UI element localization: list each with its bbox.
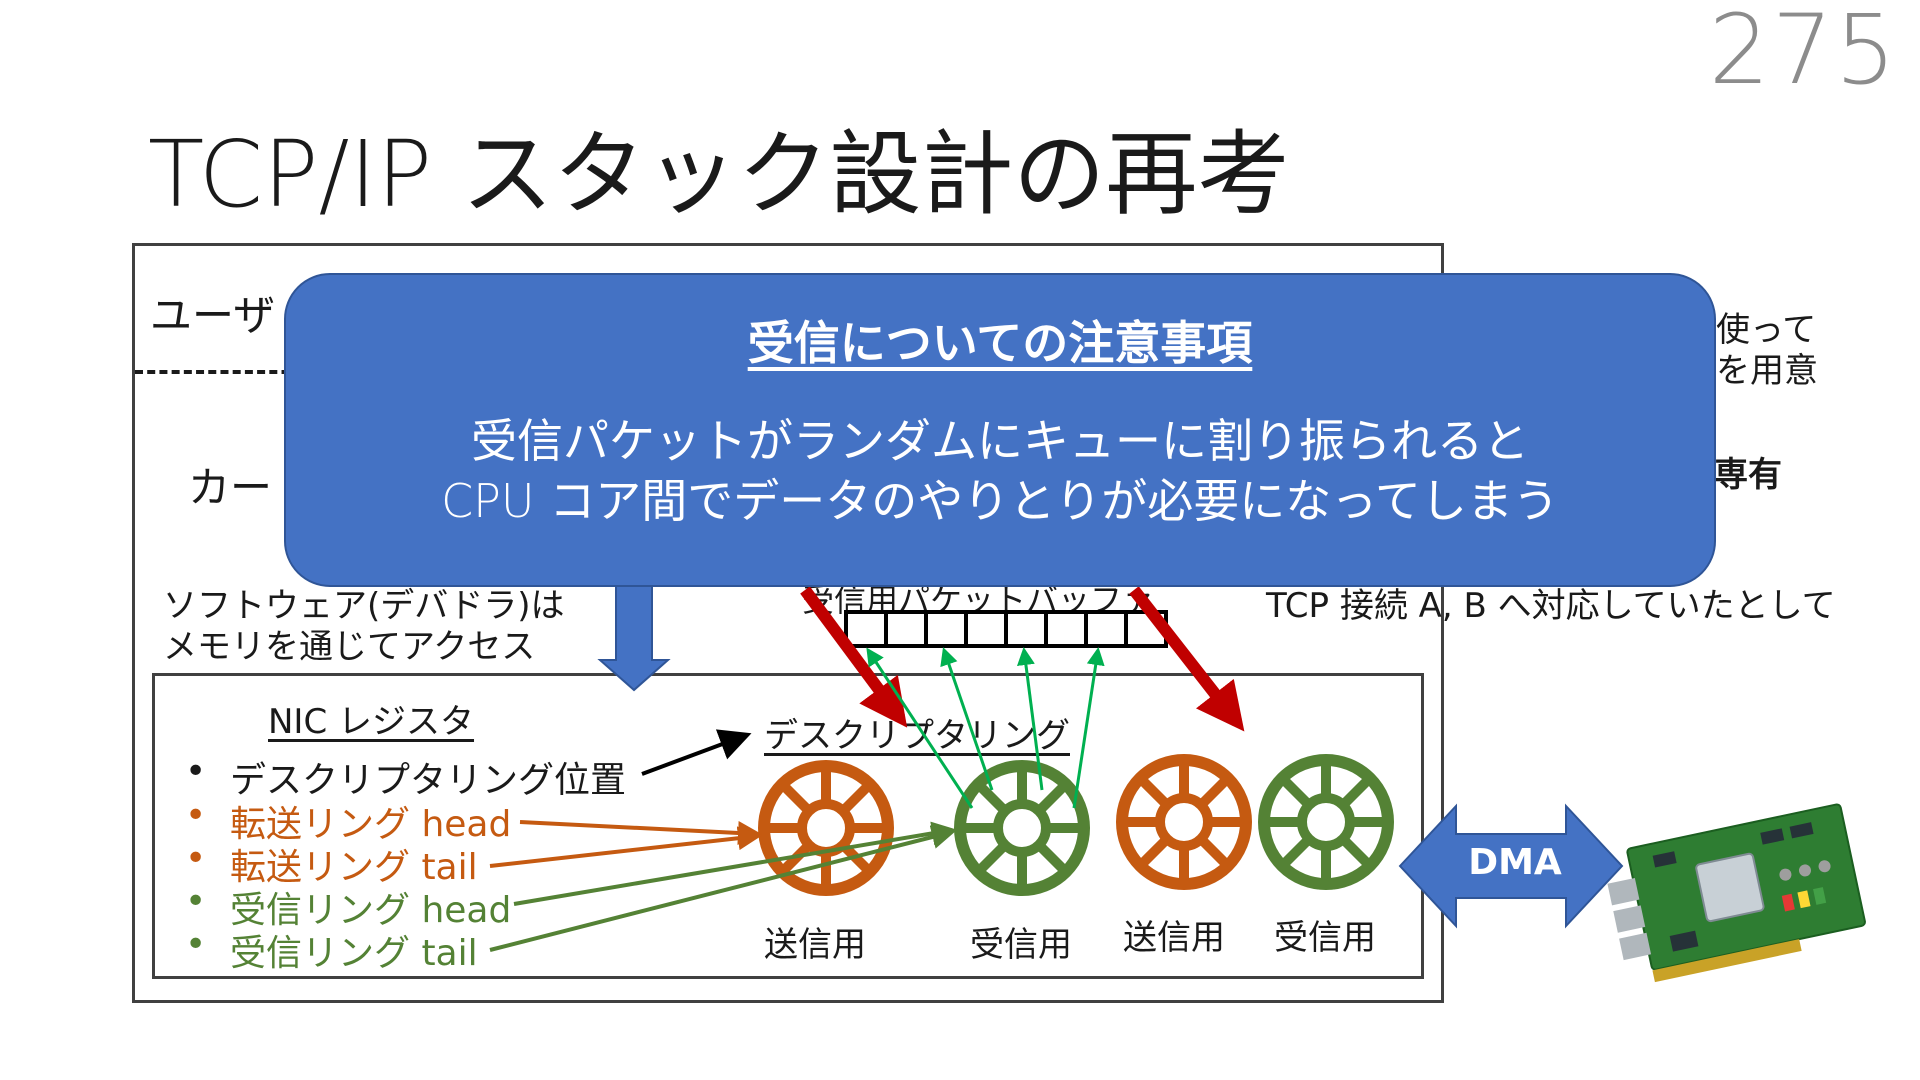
red-arrow-right xyxy=(1129,586,1245,732)
nic-box xyxy=(152,673,1424,979)
right-note-line2: を用意 xyxy=(1716,351,1818,391)
software-note-line2: メモリを通じてアクセス xyxy=(163,627,536,667)
nic-card-icon xyxy=(1607,803,1866,983)
dma-arrow-icon xyxy=(1398,803,1624,929)
ring-icon-tx-2 xyxy=(1116,754,1252,890)
ring-icon-rx-2 xyxy=(1258,754,1394,890)
slide-title: TCP/IP スタック設計の再考 xyxy=(148,121,1290,228)
user-kernel-divider xyxy=(135,370,375,374)
right-note-line3: 専有 xyxy=(1714,455,1782,495)
callout-heading: 受信についての注意事項 xyxy=(747,316,1253,370)
callout-line2: CPU コア間でデータのやりとりが必要になってしまう xyxy=(441,474,1559,528)
callout-box: 受信についての注意事項 受信パケットがランダムにキューに割り振られると CPU … xyxy=(284,273,1716,587)
packet-buffer xyxy=(844,610,1168,648)
right-note-line1: 使って xyxy=(1716,310,1817,350)
user-space-label: ユーザ xyxy=(150,291,276,340)
ring-icon-rx-1 xyxy=(954,760,1090,896)
page-number: 275 xyxy=(1708,0,1898,106)
register-arrow-rx-tail xyxy=(489,825,956,952)
red-arrow-left xyxy=(800,586,908,728)
kernel-label: カー xyxy=(188,463,273,512)
ring-label-tx-2: 送信用 xyxy=(1123,918,1225,958)
ring-label-rx-1: 受信用 xyxy=(970,925,1072,965)
callout-line1: 受信パケットがランダムにキューに割り振られると xyxy=(471,414,1529,468)
tcp-connection-note: TCP 接続 A, B へ対応していたとして xyxy=(1266,586,1836,626)
register-arrow-tx-tail xyxy=(489,826,762,868)
ring-label-tx-1: 送信用 xyxy=(764,925,866,965)
register-arrow-rx-head xyxy=(513,821,956,906)
register-arrow-descriptor xyxy=(641,729,752,776)
ring-label-rx-2: 受信用 xyxy=(1274,918,1376,958)
register-rx-ring-tail: 受信リング tail xyxy=(185,924,478,976)
ring-icon-tx-1 xyxy=(758,760,894,896)
software-note-line1: ソフトウェア(デバドラ)は xyxy=(163,586,565,626)
register-arrow-tx-head xyxy=(519,820,762,845)
nic-registers-title: NIC レジスタ xyxy=(268,702,475,742)
down-arrow-icon xyxy=(597,579,671,692)
system-box xyxy=(132,243,1444,1003)
buffer-pointer-arrows xyxy=(866,647,1105,809)
dma-label: DMA xyxy=(1468,842,1562,883)
